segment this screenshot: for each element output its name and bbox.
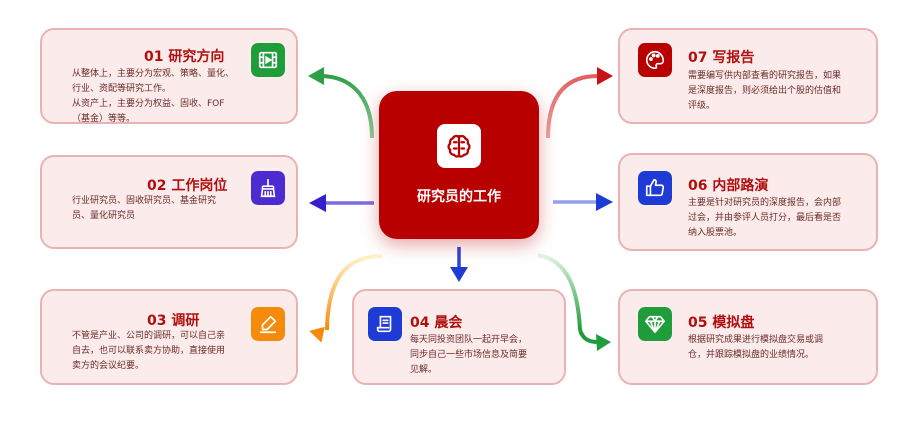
- card-04-morning-meeting: 04 晨会 每天同投资团队一起开早会， 同步自己一些市场信息及简要 见解。: [352, 289, 566, 385]
- arrow-to-05: [537, 253, 582, 331]
- arrowhead-04: [450, 267, 468, 282]
- card-description: 行业研究员、固收研究员、基金研究 员、量化研究员: [72, 196, 217, 221]
- brain-icon: [437, 124, 481, 168]
- card-description: 主要是针对研究员的深度报告，会内部 过会，并由参评人员打分，最后看是否 纳入股票…: [688, 198, 842, 238]
- card-03-research-visits: 03 调研 不管是产业、公司的调研，可以自己亲 自去，也可以联系卖方协助，直接使…: [40, 289, 298, 385]
- card-title: 02 工作岗位: [147, 178, 228, 194]
- card-title: 06 内部路演: [688, 178, 769, 194]
- arrow-to-03: [325, 254, 383, 331]
- arrow-to-07: [546, 74, 599, 139]
- card-description: 需要编写供内部查看的研究报告，如果 是深度报告，则必须给出个股的估值和 评级。: [688, 71, 842, 111]
- broom-icon: [251, 171, 285, 205]
- card-01-research-direction: 01 研究方向 从整体上，主要分为宏观、策略、量化、 行业、资配等研究工作。 从…: [40, 28, 298, 124]
- card-05-simulated-portfolio: 05 模拟盘 根据研究成果进行模拟盘交易或调 仓，并跟踪模拟盘的业绩情况。: [618, 289, 878, 385]
- center-node: 研究员的工作: [379, 91, 539, 239]
- thumbs-up-icon: [638, 171, 672, 205]
- card-title: 01 研究方向: [144, 49, 225, 65]
- center-title: 研究员的工作: [417, 189, 501, 205]
- pen-icon: [251, 307, 285, 341]
- card-description: 不管是产业、公司的调研，可以自己亲 自去，也可以联系卖方协助，直接使用 卖方的会…: [72, 331, 226, 371]
- arrowhead-03: [309, 326, 325, 343]
- card-description: 从整体上，主要分为宏观、策略、量化、 行业、资配等研究工作。 从资产上，主要分为…: [72, 69, 235, 124]
- card-title: 05 模拟盘: [688, 315, 755, 331]
- film-strip-icon: [251, 43, 285, 77]
- card-title: 04 晨会: [410, 315, 463, 331]
- card-title: 03 调研: [147, 313, 200, 329]
- card-02-positions: 02 工作岗位 行业研究员、固收研究员、基金研究 员、量化研究员: [40, 155, 298, 249]
- arrowhead-07: [597, 67, 613, 85]
- card-title: 07 写报告: [688, 50, 755, 66]
- scroll-icon: [368, 307, 402, 341]
- card-description: 每天同投资团队一起开早会， 同步自己一些市场信息及简要 见解。: [410, 335, 528, 375]
- arrow-to-01: [319, 74, 374, 139]
- card-06-internal-roadshow: 06 内部路演 主要是针对研究员的深度报告，会内部 过会，并由参评人员打分，最后…: [618, 153, 878, 251]
- card-07-write-reports: 07 写报告 需要编写供内部查看的研究报告，如果 是深度报告，则必须给出个股的估…: [618, 28, 878, 124]
- arrowhead-06: [596, 193, 613, 211]
- palette-icon: [638, 43, 672, 77]
- arrowhead-02: [309, 194, 326, 212]
- diamond-icon: [638, 307, 672, 341]
- arrowhead-01: [308, 67, 324, 85]
- card-description: 根据研究成果进行模拟盘交易或调 仓，并跟踪模拟盘的业绩情况。: [688, 335, 824, 360]
- arrowhead-05: [596, 334, 611, 351]
